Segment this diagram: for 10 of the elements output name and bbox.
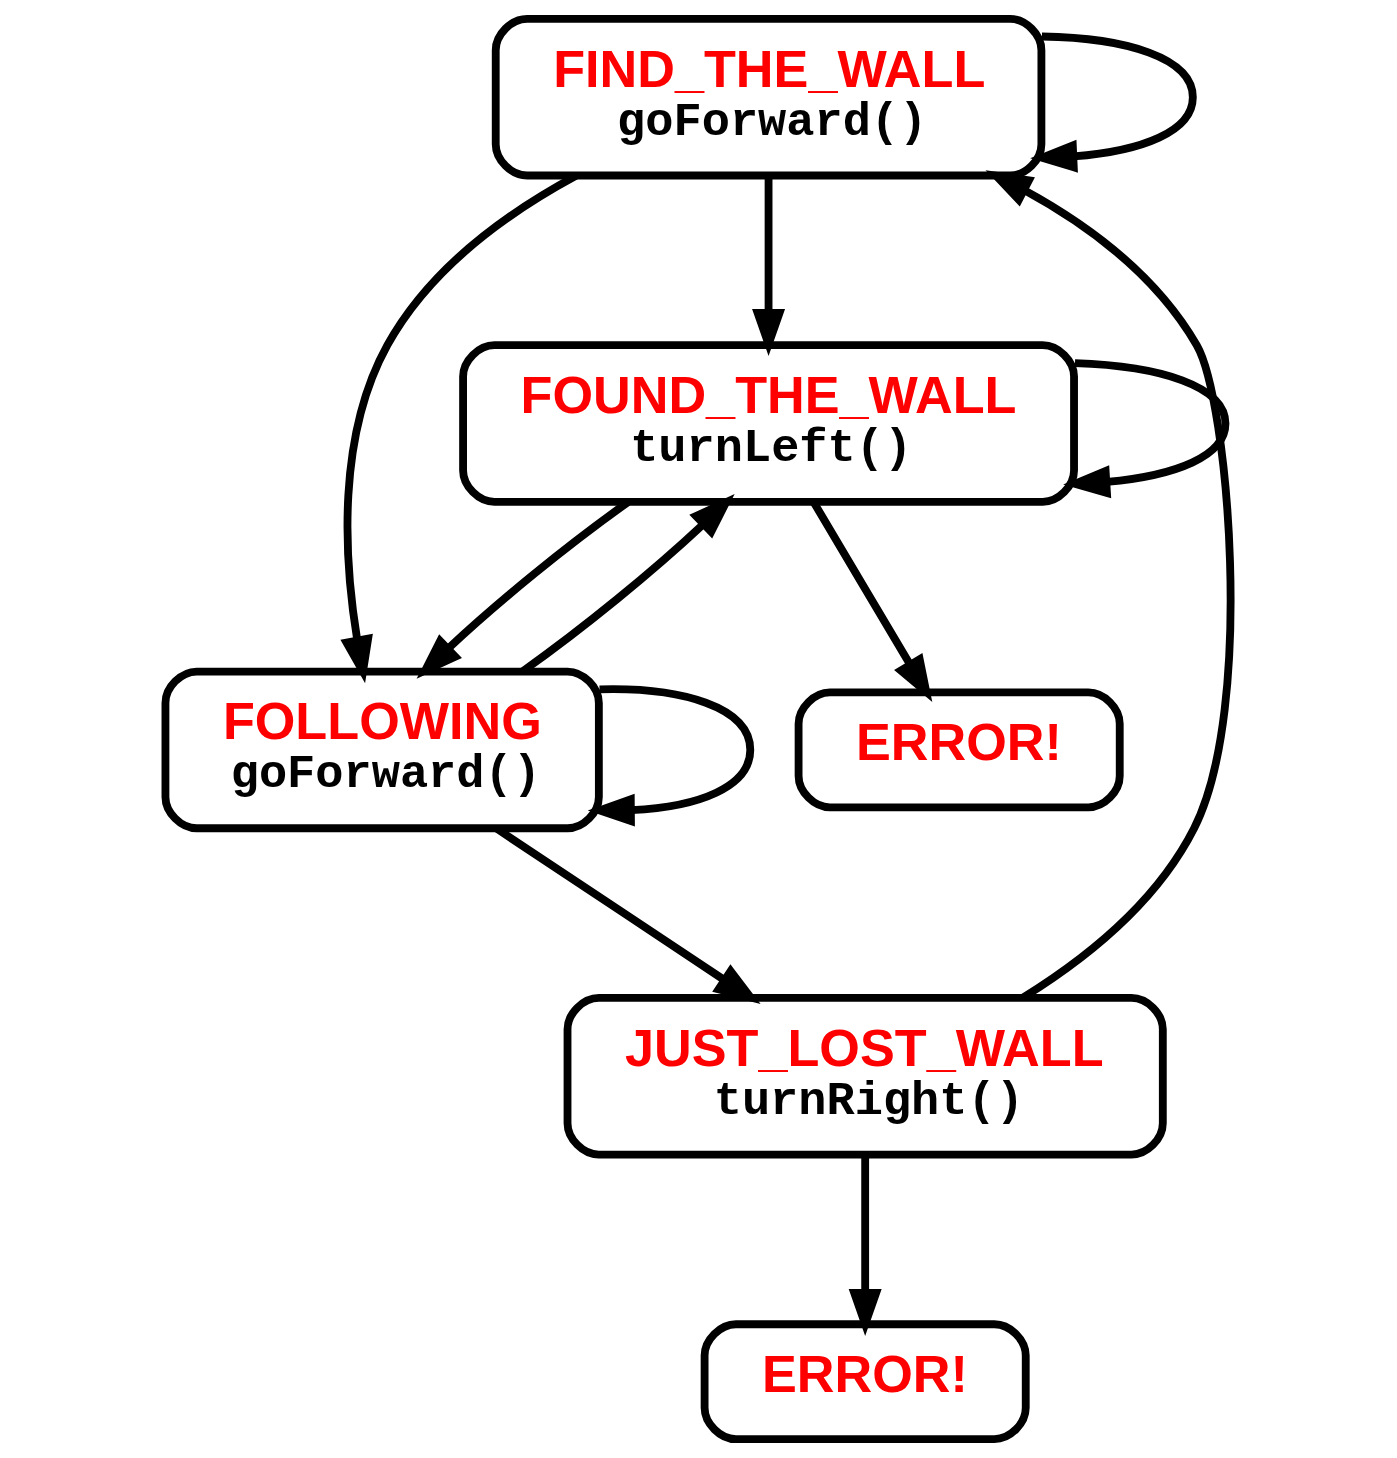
node-box: ERROR! <box>700 1320 1030 1444</box>
node-box: FOUND_THE_WALL turnLeft() <box>459 341 1078 506</box>
arrow <box>587 685 755 827</box>
arrow <box>1063 359 1230 499</box>
node-box: FIND_THE_WALL goForward() <box>491 14 1046 180</box>
arrow <box>985 170 1235 1002</box>
node-box: ERROR! <box>794 688 1124 812</box>
node-box: JUST_LOST_WALL turnRight() <box>563 994 1167 1159</box>
arrow <box>1030 32 1197 173</box>
node-box: FOLLOWING goForward() <box>161 667 603 833</box>
